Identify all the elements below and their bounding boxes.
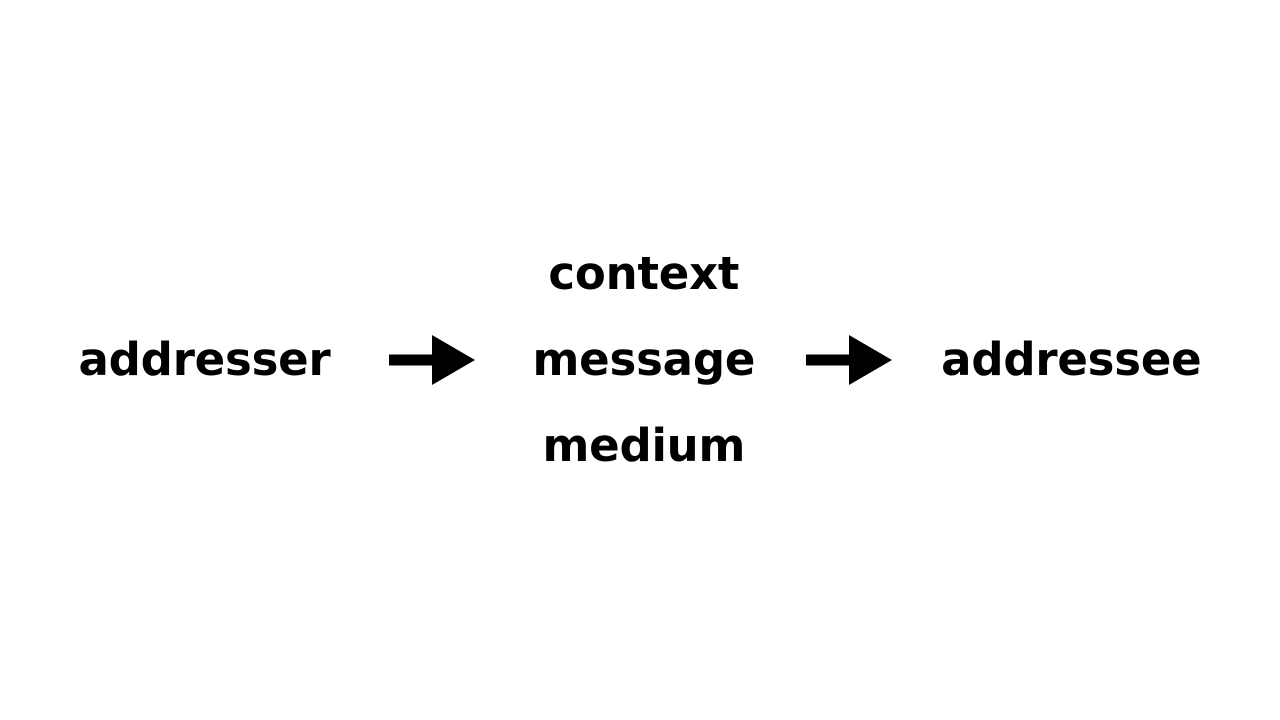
arrow-right-icon <box>806 335 893 385</box>
node-label-message: message <box>532 333 756 386</box>
connector-arrow-1 <box>389 231 476 489</box>
connector-arrow-2 <box>806 231 893 489</box>
node-label-addressee: addressee <box>941 333 1202 386</box>
node-label-medium: medium <box>542 419 746 472</box>
stage-addresser: addresser <box>79 231 331 489</box>
stage-message-column: context message medium <box>532 231 755 489</box>
arrow-right-icon <box>389 335 476 385</box>
node-label-addresser: addresser <box>78 333 331 386</box>
stage-addressee: addressee <box>941 231 1202 489</box>
node-label-context: context <box>548 247 740 300</box>
